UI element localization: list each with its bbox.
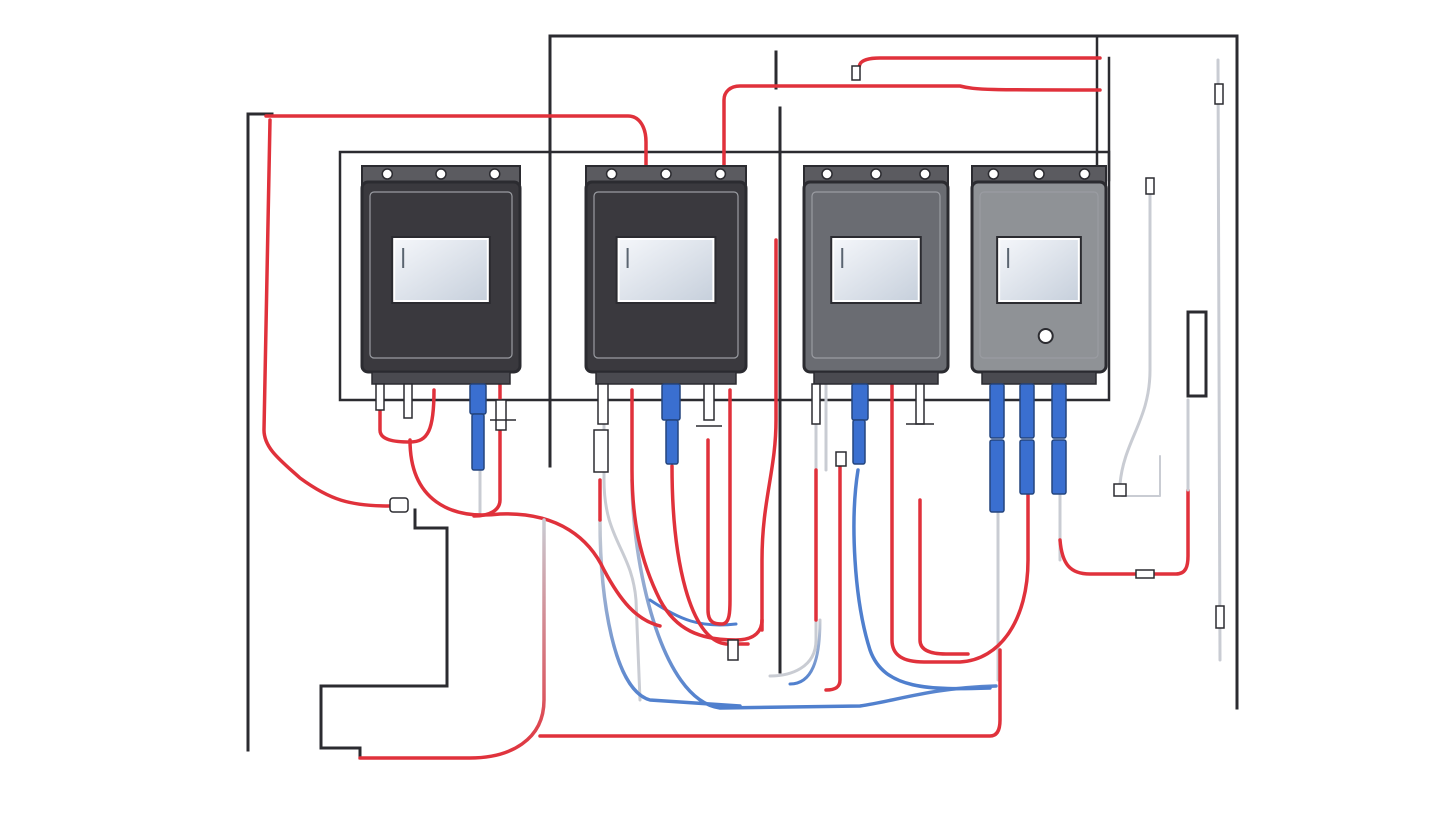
connector-u3-lower — [852, 419, 866, 465]
stepped-conduit — [319, 508, 449, 760]
terminal-u1-a — [375, 383, 385, 411]
mount-hole — [660, 168, 672, 180]
red-wire-u2-c — [706, 388, 732, 626]
mount-hole — [987, 168, 1000, 180]
connector-u2-lower — [665, 419, 679, 465]
red-wire-u1-main — [408, 438, 662, 628]
unit-bezel — [979, 191, 1099, 359]
mount-hole — [381, 168, 394, 180]
terminal-u1-b — [403, 383, 413, 419]
red-wires — [262, 56, 1190, 760]
unit-bezel — [811, 191, 941, 359]
terminal-u2-c — [703, 383, 715, 421]
side-plug — [1145, 177, 1155, 195]
rail-plug-bottom — [1215, 605, 1225, 629]
meter-unit-4 — [970, 165, 1108, 385]
meter-units — [360, 165, 1108, 385]
display-screen — [834, 240, 918, 300]
connector-u4-c-lower — [1051, 439, 1067, 495]
fittings — [375, 65, 1225, 661]
mount-hole — [870, 168, 882, 180]
connector-u2 — [661, 383, 681, 421]
red-wire-u2-a — [630, 388, 764, 642]
clip-bottom — [1135, 569, 1155, 579]
red-wire-u4-a — [1058, 488, 1190, 576]
terminal-u1-c — [495, 399, 507, 431]
terminal-strip — [371, 371, 511, 385]
red-wire-feed-left — [262, 118, 392, 508]
blue-wire-3 — [852, 468, 992, 691]
connector-u4-a-lower — [989, 439, 1005, 513]
connector-u4-c — [1051, 383, 1067, 439]
red-wire-bottom-run — [538, 648, 1002, 738]
blue-connectors — [469, 383, 1067, 513]
reset-button — [1037, 328, 1054, 344]
display-screen — [395, 240, 487, 300]
red-wire-u2-b — [670, 464, 750, 646]
unit-bezel — [369, 191, 513, 359]
unit-bezel — [593, 191, 739, 359]
connector-u4-b — [1019, 383, 1035, 439]
red-wire-bottom-loop — [358, 518, 546, 760]
red-wire-top-loop — [264, 114, 648, 170]
mount-hole — [488, 168, 501, 180]
connector-u4-b-lower — [1019, 439, 1035, 495]
red-wire-u3-a — [824, 458, 842, 692]
connector-u3 — [851, 383, 869, 421]
blue-wire-2 — [630, 478, 998, 710]
red-wire-u3-c — [918, 498, 970, 656]
blue-wire-1 — [598, 518, 742, 708]
display-screen — [1000, 240, 1078, 300]
connector-u4-a — [989, 383, 1005, 439]
mount-hole — [821, 168, 833, 180]
top-plug — [851, 65, 861, 81]
terminal-u3-b — [835, 451, 847, 467]
blue-wires — [598, 468, 998, 710]
mount-hole — [1033, 168, 1045, 180]
gray-wire-8 — [1216, 58, 1222, 662]
gray-wire-7 — [1118, 188, 1152, 486]
mount-hole — [435, 168, 447, 180]
red-wire-u2-d — [760, 238, 778, 632]
terminal-u3-c — [915, 383, 925, 425]
clip-left — [389, 497, 409, 513]
rail-plug-top — [1214, 83, 1224, 105]
red-wire-u1-right — [472, 382, 502, 518]
frame-lines — [246, 34, 1239, 760]
elbow-fitting — [1113, 483, 1127, 497]
mount-hole — [919, 168, 931, 180]
connector-u1 — [469, 383, 487, 415]
terminal-strip — [595, 371, 737, 385]
gray-wire-2 — [602, 378, 642, 702]
red-wire-top-feed-2 — [854, 56, 1102, 78]
meter-unit-2 — [584, 165, 748, 385]
outer-frame — [548, 34, 1239, 710]
terminal-strip — [981, 371, 1097, 385]
side-switch — [1186, 310, 1208, 398]
terminal-u2-b — [593, 429, 609, 473]
mount-hole — [1078, 168, 1091, 180]
terminal-u2-a — [597, 383, 609, 425]
display-screen — [619, 240, 713, 300]
terminal-u2-d — [727, 639, 739, 661]
gray-wire-9 — [1121, 455, 1161, 497]
red-wire-top-feed — [722, 84, 1102, 170]
blue-wire-5 — [788, 618, 822, 686]
meter-unit-3 — [802, 165, 950, 385]
mount-hole — [605, 168, 618, 180]
terminal-u3-a — [811, 383, 821, 425]
gray-wire-3 — [768, 380, 818, 678]
meter-unit-1 — [360, 165, 522, 385]
connector-u1-lower — [471, 413, 485, 471]
gray-wires — [478, 58, 1222, 702]
red-wire-u3-b — [890, 380, 1030, 664]
mount-hole — [714, 168, 727, 180]
terminal-strip — [813, 371, 939, 385]
